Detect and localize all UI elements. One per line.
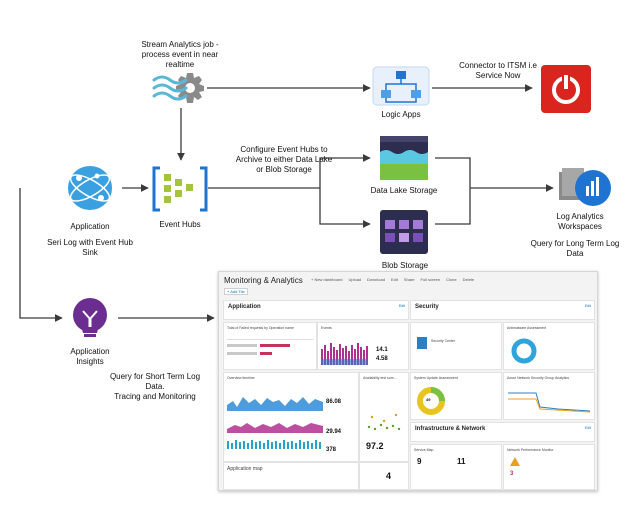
arrow-split-to-datalake bbox=[319, 154, 371, 188]
count-tile[interactable]: 4 bbox=[359, 462, 409, 490]
security-center-title: Security Center bbox=[431, 339, 456, 343]
antimalware-donut bbox=[511, 338, 537, 364]
count-kpi: 4 bbox=[386, 471, 392, 481]
application-section-header: Application Edit bbox=[223, 300, 409, 320]
blob-storage-icon[interactable] bbox=[378, 208, 430, 256]
network-monitor-kpi: 3 bbox=[510, 471, 514, 477]
antimalware-title: Antimalware Assessment bbox=[507, 326, 547, 330]
azure-nsg-chart bbox=[508, 392, 590, 413]
application-map-tile[interactable]: Application map bbox=[223, 462, 359, 490]
infrastructure-section-title: Infrastructure & Network bbox=[415, 426, 486, 432]
availability-kpi: 97.2 bbox=[366, 441, 384, 451]
toolbar-upload[interactable]: Upload bbox=[348, 277, 362, 282]
security-section-title: Security bbox=[415, 304, 439, 310]
system-update-kpi: 49 bbox=[426, 397, 431, 402]
service-map-title: Service Map bbox=[414, 448, 434, 452]
azure-nsg-title: Azure Network Security Group Analytics bbox=[507, 376, 570, 380]
toolbar-new-dashboard[interactable]: + New dashboard bbox=[311, 277, 343, 282]
availability-title: Availability test sum... bbox=[363, 376, 397, 380]
service-map-tile[interactable]: Service Map 9 11 bbox=[410, 444, 502, 490]
application-edit-link[interactable]: Edit bbox=[398, 304, 405, 308]
query-long-term-label: Query for Long Term Log Data bbox=[530, 239, 620, 258]
arrow-split-to-blob bbox=[319, 188, 371, 228]
toolbar-delete[interactable]: Delete bbox=[462, 277, 475, 282]
dashboard-toolbar: + New dashboard Upload Download Edit Sha… bbox=[311, 277, 474, 282]
stream-analytics-icon[interactable] bbox=[150, 66, 210, 110]
configure-event-hubs-label: Configure Event Hubs to Archive to eithe… bbox=[235, 145, 333, 174]
events-title: Events bbox=[321, 326, 332, 330]
system-update-title: System Update Assessment bbox=[414, 376, 458, 380]
antimalware-tile[interactable]: Antimalware Assessment bbox=[503, 322, 595, 370]
data-lake-storage-icon[interactable] bbox=[378, 134, 430, 182]
toolbar-edit[interactable]: Edit bbox=[390, 277, 398, 282]
application-insights-icon[interactable] bbox=[64, 295, 116, 343]
arrow-app-to-appinsights bbox=[19, 188, 63, 322]
connector-label: Connector to ITSM i.e Service Now bbox=[459, 61, 537, 80]
application-map-title: Application map bbox=[227, 466, 263, 472]
overview-timeline-tile[interactable]: Overview timeline 86.08 29.94 378 bbox=[223, 372, 359, 462]
toolbar-download[interactable]: Download bbox=[367, 277, 385, 282]
logic-apps-label: Logic Apps bbox=[381, 110, 421, 119]
availability-tile[interactable]: Availability test sum... 97.2 bbox=[359, 372, 409, 462]
events-kpi-1: 14.1 bbox=[376, 347, 388, 353]
query-short-term-label: Query for Short Term Log Data. Tracing a… bbox=[109, 372, 201, 401]
warning-icon bbox=[510, 457, 520, 466]
security-edit-link[interactable]: Edit bbox=[584, 304, 591, 308]
service-map-kpi-2: 11 bbox=[457, 457, 466, 466]
log-analytics-icon[interactable] bbox=[557, 164, 613, 210]
application-section-title: Application bbox=[228, 304, 261, 310]
security-section-header: Security Edit bbox=[410, 300, 595, 320]
events-bars bbox=[321, 343, 368, 365]
infrastructure-edit-link[interactable]: Edit bbox=[584, 426, 591, 430]
availability-chart bbox=[367, 413, 401, 431]
data-lake-label: Data Lake Storage bbox=[370, 186, 438, 195]
toolbar-full-screen[interactable]: Full screen bbox=[420, 277, 441, 282]
overview-kpi-3: 378 bbox=[326, 447, 337, 453]
toolbar-share[interactable]: Share bbox=[403, 277, 415, 282]
application-insights-label: Application Insights bbox=[70, 347, 110, 366]
network-monitor-title: Network Performance Monitor bbox=[507, 448, 554, 452]
arrow-blob-to-loganalytics bbox=[435, 188, 471, 225]
add-tile-button[interactable]: + Add Tile bbox=[224, 288, 248, 295]
overview-kpi-1: 86.08 bbox=[326, 399, 342, 405]
dashboard-title: Monitoring & Analytics bbox=[224, 276, 303, 285]
failed-requests-title: Total of Failed requests by Operation na… bbox=[227, 326, 294, 330]
azure-nsg-tile[interactable]: Azure Network Security Group Analytics bbox=[503, 372, 595, 420]
arrow-datalake-to-loganalytics bbox=[435, 157, 471, 188]
failed-requests-tile[interactable]: Total of Failed requests by Operation na… bbox=[223, 322, 317, 370]
seri-log-label: Seri Log with Event Hub Sink bbox=[47, 238, 133, 257]
overview-chart bbox=[227, 397, 323, 449]
events-kpi-2: 4.58 bbox=[376, 356, 388, 362]
network-monitor-tile[interactable]: Network Performance Monitor 3 bbox=[503, 444, 595, 490]
blob-storage-label: Blob Storage bbox=[381, 261, 429, 270]
security-center-tile[interactable]: Security Center bbox=[410, 322, 502, 370]
monitoring-dashboard[interactable]: Monitoring & Analytics + New dashboard U… bbox=[218, 271, 598, 491]
system-update-donut bbox=[417, 387, 445, 415]
itsm-connector-icon[interactable] bbox=[540, 64, 592, 114]
event-hubs-icon[interactable] bbox=[152, 166, 208, 212]
overview-title: Overview timeline bbox=[227, 376, 255, 380]
system-update-tile[interactable]: System Update Assessment 49 bbox=[410, 372, 502, 420]
service-map-kpi-1: 9 bbox=[417, 457, 422, 466]
toolbar-clone[interactable]: Clone bbox=[446, 277, 457, 282]
application-label: Application bbox=[70, 222, 110, 231]
infrastructure-section-header: Infrastructure & Network Edit bbox=[410, 422, 595, 442]
overview-kpi-2: 29.94 bbox=[326, 429, 342, 435]
logic-apps-icon[interactable] bbox=[372, 66, 430, 106]
events-tile[interactable]: Events 14.1 4.58 bbox=[317, 322, 409, 370]
stream-analytics-label: Stream Analytics job - process event in … bbox=[141, 40, 219, 69]
application-icon[interactable] bbox=[61, 164, 119, 212]
event-hubs-label: Event Hubs bbox=[159, 220, 201, 229]
log-analytics-label: Log Analytics Workspaces bbox=[556, 212, 604, 231]
